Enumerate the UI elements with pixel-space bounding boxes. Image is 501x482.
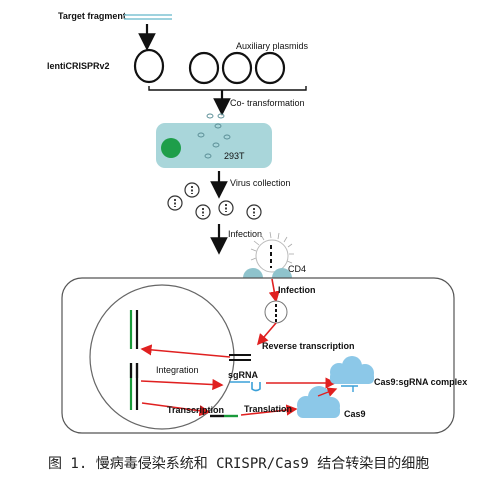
- cas9-cloud: [297, 386, 340, 418]
- arrow-reverse-transcription: [256, 322, 277, 346]
- cell-293t: [156, 123, 272, 168]
- transcription-label: Transcription: [167, 405, 224, 415]
- virus-particles-small: [197, 113, 231, 159]
- arrow-infection-inner: [268, 278, 280, 303]
- nucleus-target: [89, 284, 235, 430]
- reverse-transcription-label: Reverse transcription: [262, 341, 355, 351]
- figure-caption: 图 1. 慢病毒侵染系统和 CRISPR/Cas9 结合转染目的细胞: [48, 455, 429, 472]
- virus-spikes: [250, 231, 294, 273]
- cd4-receptor: [243, 268, 292, 278]
- arrow-cas9-to-complex: [317, 387, 338, 397]
- target-fragment-label: Target fragment: [58, 11, 126, 21]
- infection-top-label: Infection: [228, 229, 262, 239]
- intracellular-virus: [264, 300, 288, 324]
- arrow-transcription: [141, 402, 211, 417]
- auxiliary-plasmids: [188, 51, 286, 85]
- ds-dna: [229, 354, 251, 361]
- arrow-to-genome: [140, 344, 231, 358]
- cas9-label: Cas9: [344, 409, 366, 419]
- integration-label: Integration: [156, 365, 199, 375]
- auxiliary-plasmids-label: Auxiliary plasmids: [236, 41, 309, 51]
- complex-label: Cas9:sgRNA complex: [374, 377, 467, 387]
- chromosome: [129, 310, 140, 410]
- sgrna-label: sgRNA: [228, 370, 259, 380]
- sgrna-shape: [230, 381, 261, 392]
- complex-cloud: [330, 356, 374, 392]
- nucleus: [161, 138, 181, 158]
- lenticrispr-plasmid: [133, 48, 165, 84]
- arrow-translation: [240, 404, 298, 416]
- arrow-to-sgrna: [140, 378, 224, 391]
- target-fragment-lines: [124, 14, 172, 20]
- co-transformation-label: Co- transformation: [230, 98, 305, 108]
- target-cell: [61, 277, 455, 434]
- virus-collection-label: Virus collection: [230, 178, 290, 188]
- lenticrispr-label: lentiCRISPRv2: [47, 61, 110, 71]
- collected-viruses: [167, 182, 262, 220]
- cell-line-label: 293T: [224, 151, 245, 161]
- receptor-label: CD4: [288, 264, 306, 274]
- translation-label: Translation: [244, 404, 292, 414]
- infection-inner-label: Infection: [278, 285, 316, 295]
- bracket: [148, 86, 307, 91]
